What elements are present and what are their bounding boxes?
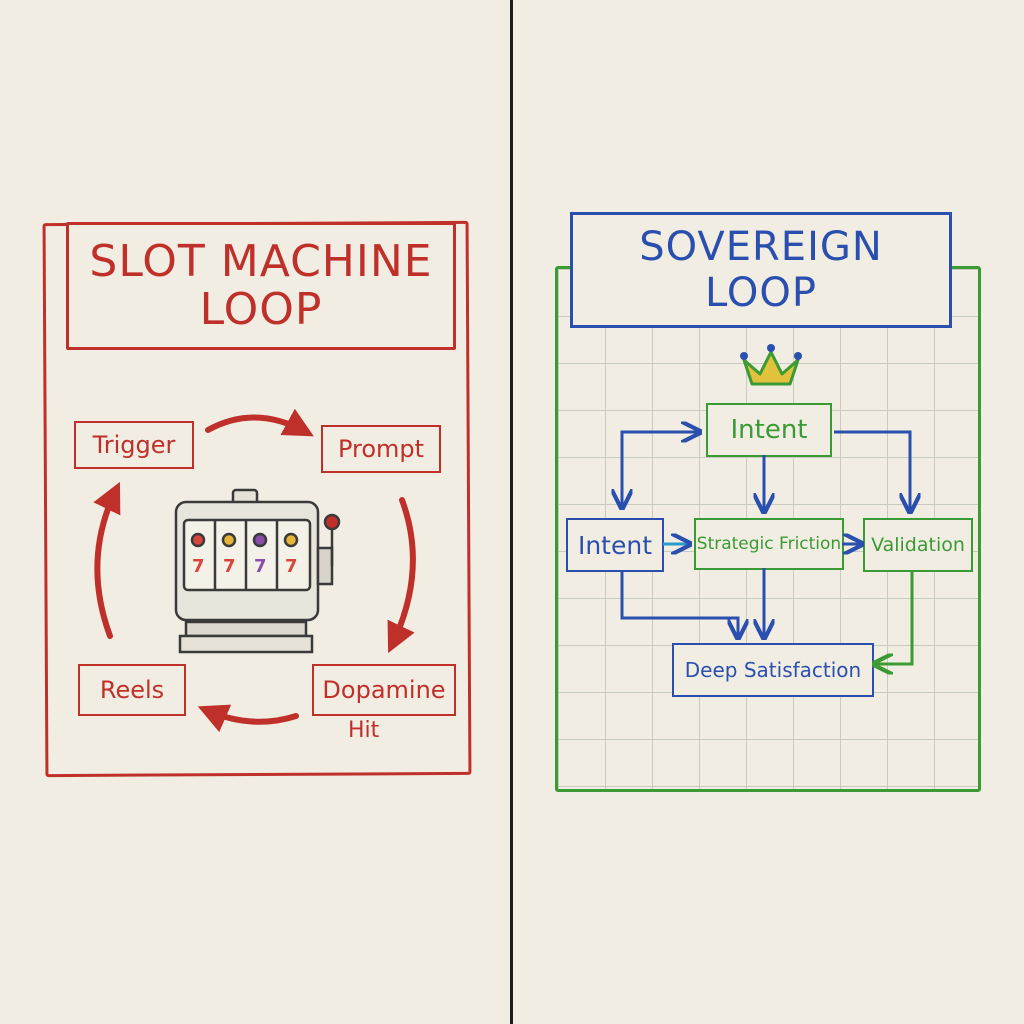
node-dopamine-hit-label: Hit xyxy=(348,718,380,743)
title-line-1: SLOT MACHINE xyxy=(89,236,433,287)
title-line-1: SOVEREIGN xyxy=(639,224,883,270)
node-trigger: Trigger xyxy=(74,421,194,469)
title-line-2: LOOP xyxy=(199,284,323,335)
title-line-2: LOOP xyxy=(705,270,817,316)
node-strategic-friction: Strategic Friction xyxy=(694,518,844,570)
slot-machine-loop-panel: SLOT MACHINE LOOP Trigger Prompt Reels D… xyxy=(0,0,510,1024)
node-deep-satisfaction: Deep Satisfaction xyxy=(672,643,874,697)
node-intent-left: Intent xyxy=(566,518,664,572)
node-dopamine: Dopamine xyxy=(312,664,456,716)
slot-machine-loop-title: SLOT MACHINE LOOP xyxy=(66,222,456,350)
node-validation: Validation xyxy=(863,518,973,572)
sovereign-loop-title: SOVEREIGN LOOP xyxy=(570,212,952,328)
node-intent-top: Intent xyxy=(706,403,832,457)
node-reels: Reels xyxy=(78,664,186,716)
panel-divider xyxy=(510,0,513,1024)
node-prompt: Prompt xyxy=(321,425,441,473)
